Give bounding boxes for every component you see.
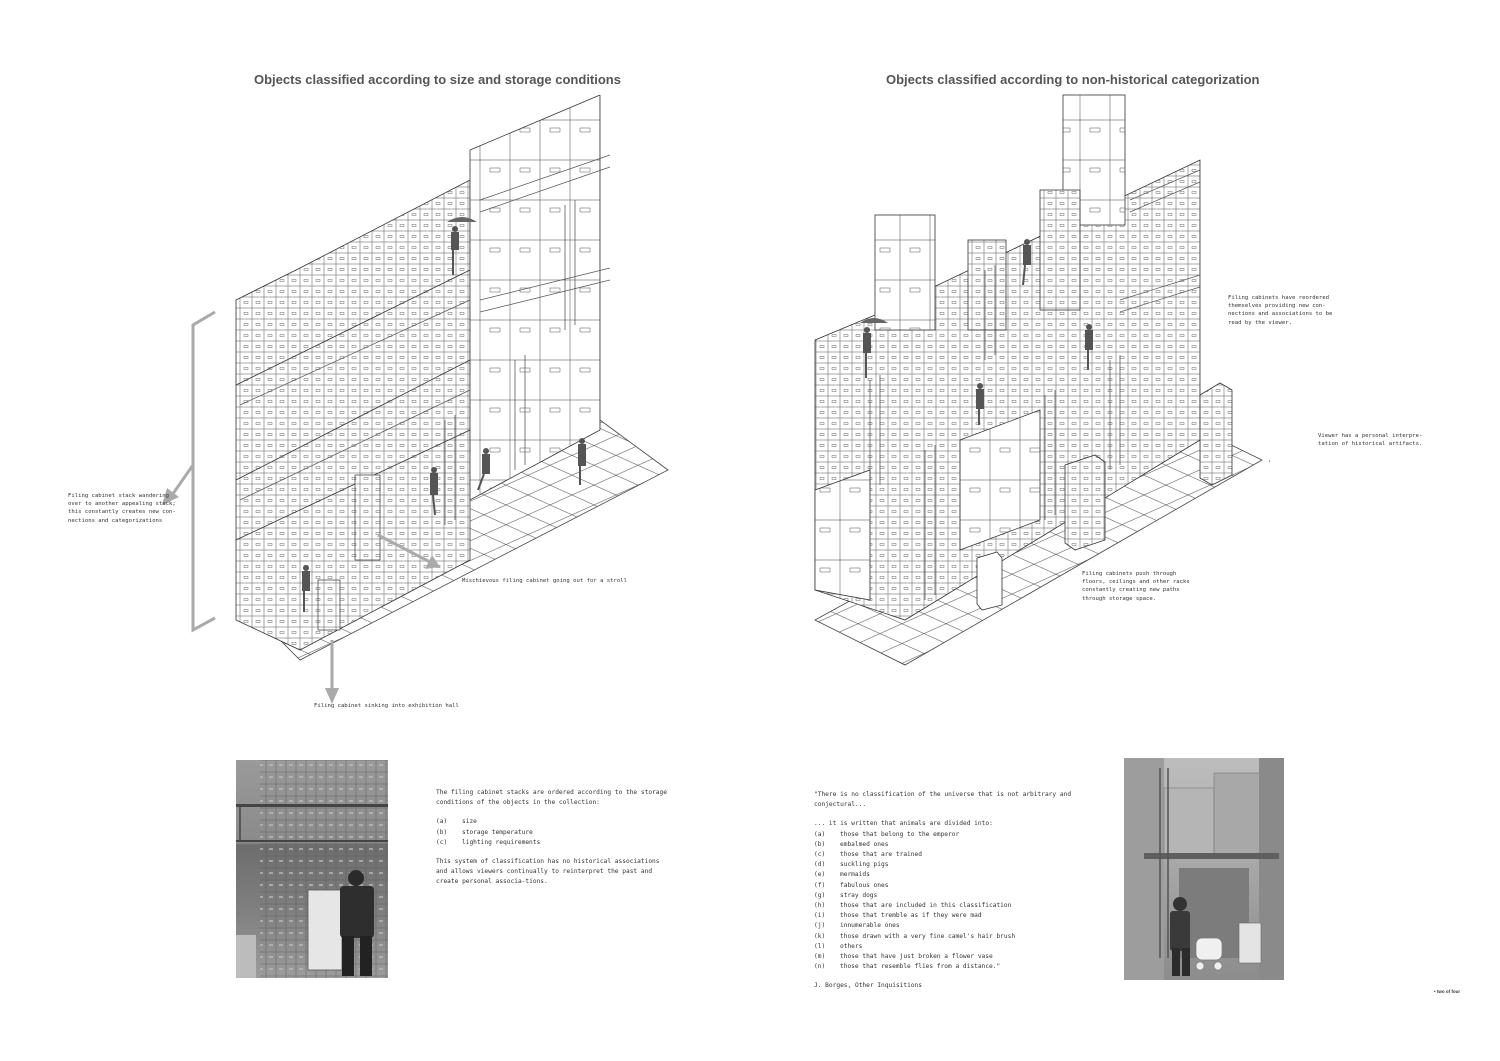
- page-number: • two of four: [1434, 989, 1461, 994]
- left-description: The filing cabinet stacks are ordered ac…: [436, 788, 668, 897]
- left-annotation-sinking: Filing cabinet sinking into exhibition h…: [314, 703, 459, 709]
- list-item: (d)suckling pigs: [814, 861, 889, 869]
- left-title: Objects classified according to size and…: [254, 72, 621, 87]
- list-item: (e)mermaids: [814, 871, 870, 879]
- left-stroll-arrowhead: [425, 555, 440, 569]
- right-title: Objects classified according to non-hist…: [886, 72, 1260, 87]
- left-axonometric-drawing: [150, 94, 710, 719]
- quote-opening: "There is no classification of the unive…: [814, 791, 1072, 809]
- list-item: (g)stray dogs: [814, 891, 878, 899]
- left-balcony-railings: [239, 154, 611, 501]
- left-wander-arrowhead: [162, 488, 179, 505]
- list-item: (a)size: [436, 818, 477, 826]
- right-stray-cabinets: [976, 382, 1233, 611]
- left-annotation-wandering: Filing cabinet stack wandering over to a…: [68, 493, 176, 524]
- left-stray-cabinets: [317, 474, 381, 631]
- list-item: (l)others: [814, 942, 863, 950]
- left-description-list: (a)size (b)storage temperature (c)lighti…: [436, 817, 668, 848]
- left-wander-bracket: [168, 310, 216, 633]
- left-sinking-arrowhead: [325, 688, 339, 704]
- left-photo: [236, 760, 388, 978]
- list-item: (h)those that are included in this class…: [814, 902, 1012, 910]
- quote-source: J. Borges, Other Inquisitions: [814, 982, 923, 990]
- right-railings: [1119, 169, 1201, 313]
- list-item: (c)lighting requirements: [436, 838, 541, 846]
- borges-quote: "There is no classification of the unive…: [814, 790, 1084, 992]
- right-photo: [1124, 758, 1284, 980]
- left-description-intro: The filing cabinet stacks are ordered ac…: [436, 789, 667, 807]
- list-item: (b)storage temperature: [436, 828, 533, 836]
- list-item: (c)those that are trained: [814, 851, 922, 859]
- left-cabinet-wall: [235, 94, 601, 651]
- left-annotation-stroll: Mischievous filing cabinet going out for…: [462, 578, 628, 584]
- left-stroll-arrow: [377, 533, 431, 564]
- quote-lead: ... it is written that animals are divid…: [814, 820, 993, 828]
- right-annotation-viewer: Viewer has a personal interpre- tation o…: [1318, 433, 1423, 448]
- quote-list: (a)those that belong to the emperor (b)e…: [814, 830, 1084, 973]
- list-item: (j)innumerable ones: [814, 922, 900, 930]
- right-annotation-rendered: Filing cabinets have reordered themselve…: [1228, 295, 1333, 326]
- right-annotation-push: Filing cabinets push through floors, cei…: [1082, 571, 1190, 602]
- list-item: (i)those that tremble as if they were ma…: [814, 912, 982, 920]
- list-item: (f)fabulous ones: [814, 881, 889, 889]
- list-item: (a)those that belong to the emperor: [814, 830, 960, 838]
- list-item: (m)those that have just broken a flower …: [814, 953, 993, 961]
- list-item: (k)those drawn with a very fine camel's …: [814, 932, 1016, 940]
- left-description-outro: This system of classification has no his…: [436, 858, 660, 886]
- left-figures: [302, 217, 586, 612]
- list-item: (b)embalmed ones: [814, 840, 889, 848]
- right-cabinet-mass: [814, 94, 1201, 621]
- right-axonometric-drawing: [800, 90, 1293, 674]
- right-ladders: [869, 265, 1121, 600]
- list-item: (n)those that resemble flies from a dist…: [814, 963, 1001, 971]
- left-ladders: [444, 200, 576, 525]
